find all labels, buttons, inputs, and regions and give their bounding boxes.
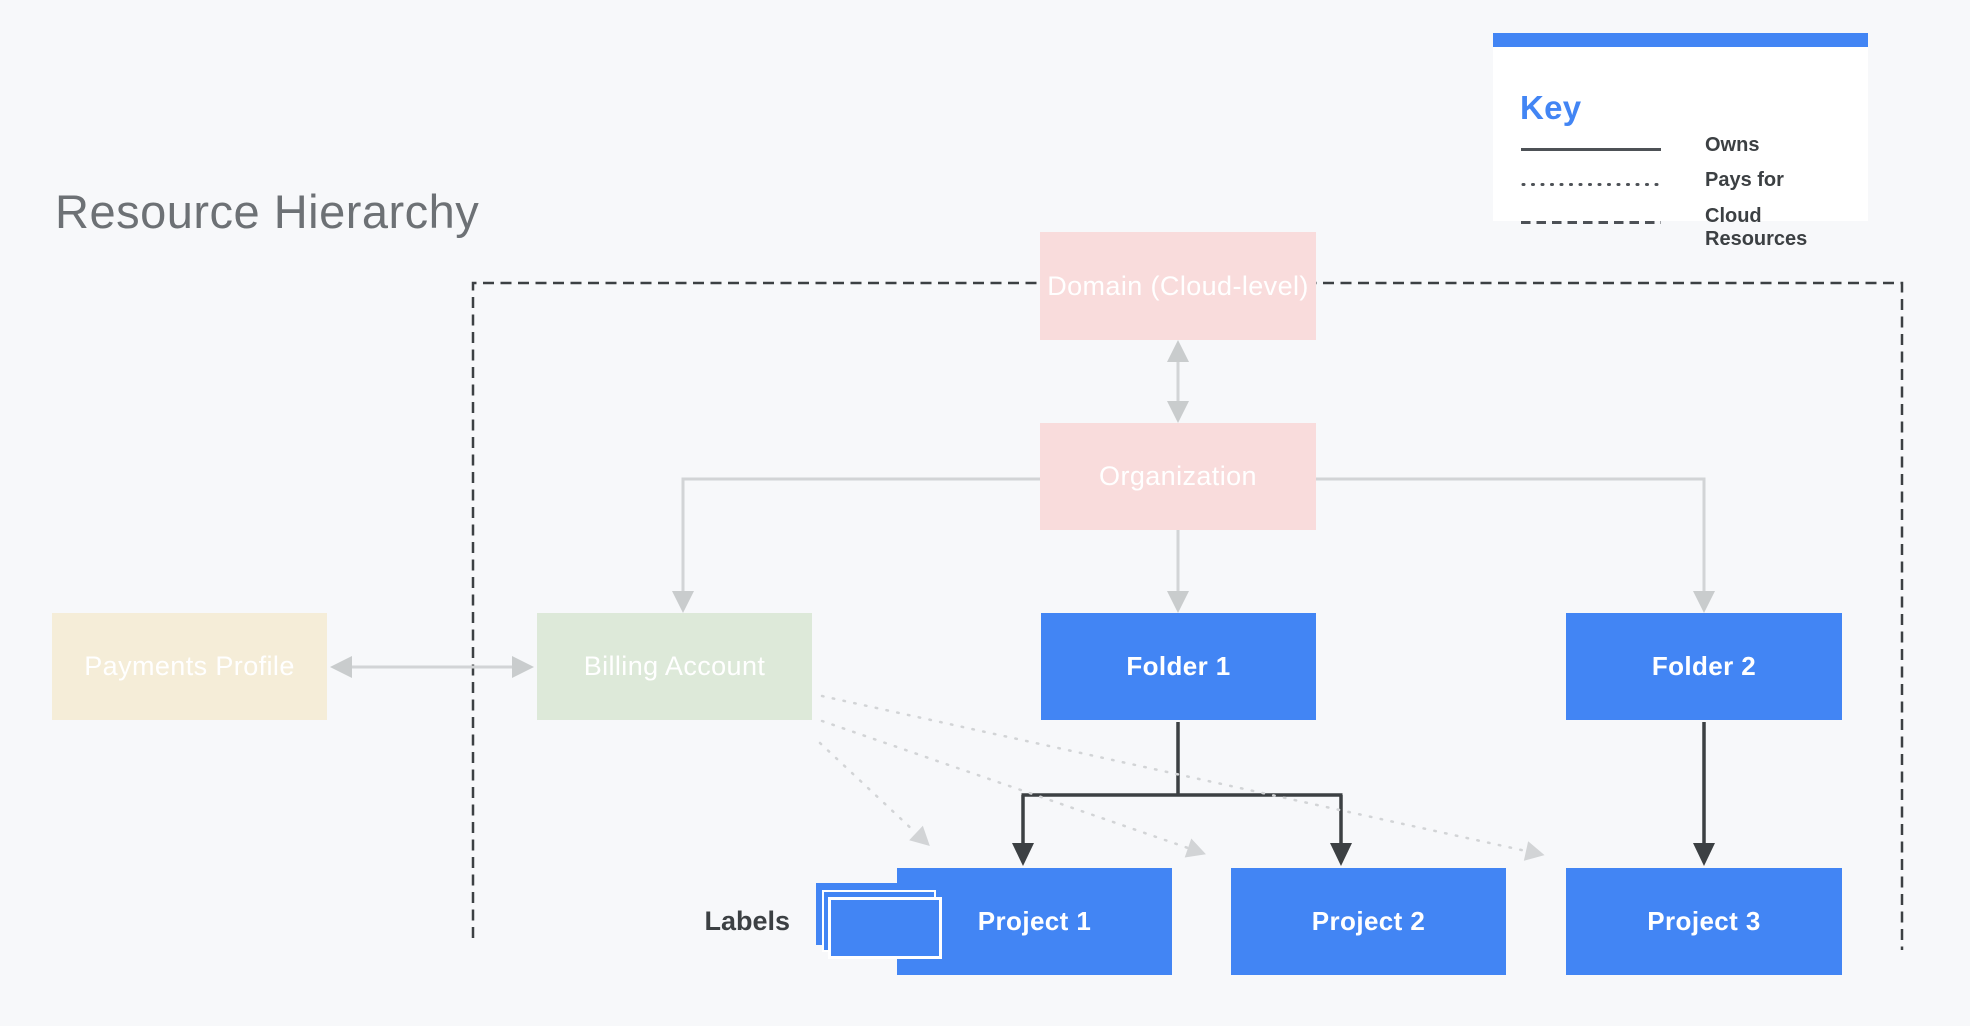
- legend-line-dashed-icon: [1521, 221, 1661, 224]
- node-folder-2: Folder 2: [1566, 613, 1842, 720]
- page-title: Resource Hierarchy: [55, 185, 480, 238]
- labels-stack-icon: [816, 883, 948, 963]
- label-card-icon: [828, 897, 942, 959]
- owns-arrow-organization-folder2: [1316, 477, 1715, 613]
- node-folder-1-label: Folder 1: [1126, 651, 1231, 681]
- node-project-2-label: Project 2: [1311, 906, 1426, 936]
- legend: Key Owns Pays for Cloud Resources: [1493, 33, 1868, 250]
- legend-label-cloud-resources: Cloud Resources: [1705, 205, 1808, 250]
- pays-for-line-billing-project2: [820, 719, 1206, 858]
- node-billing-account: Billing Account: [537, 613, 812, 720]
- node-folder-2-label: Folder 2: [1651, 651, 1757, 681]
- node-project-2: Project 2: [1231, 868, 1506, 975]
- node-project-3-label: Project 3: [1647, 906, 1761, 936]
- labels-caption: Labels: [704, 906, 790, 936]
- node-organization: Organization: [1040, 423, 1316, 530]
- node-folder-1: Folder 1: [1041, 613, 1316, 720]
- pays-for-line-billing-project1: [818, 741, 930, 846]
- node-domain-label: Domain (Cloud-level): [1047, 270, 1309, 301]
- owns-tree-folder1: [1021, 722, 1343, 797]
- node-billing-account-label: Billing Account: [583, 651, 766, 681]
- node-payments-profile: Payments Profile: [52, 613, 327, 720]
- legend-top-bar: [1493, 33, 1868, 47]
- node-project-3: Project 3: [1566, 868, 1842, 975]
- legend-label-pays-for: Pays for: [1705, 169, 1784, 191]
- pays-for-line-billing-project3: [820, 694, 1545, 861]
- legend-label-owns: Owns: [1705, 134, 1760, 156]
- node-payments-profile-label: Payments Profile: [84, 651, 295, 681]
- legend-line-dotted-icon: [1521, 183, 1661, 186]
- node-organization-label: Organization: [1099, 461, 1257, 491]
- owns-arrow-organization-billing: [672, 477, 1040, 613]
- legend-title: Key: [1520, 89, 1582, 126]
- node-project-1: Project 1: [897, 868, 1172, 975]
- node-domain: Domain (Cloud-level): [1040, 232, 1316, 340]
- legend-line-solid-icon: [1521, 148, 1661, 151]
- node-project-1-label: Project 1: [977, 906, 1092, 936]
